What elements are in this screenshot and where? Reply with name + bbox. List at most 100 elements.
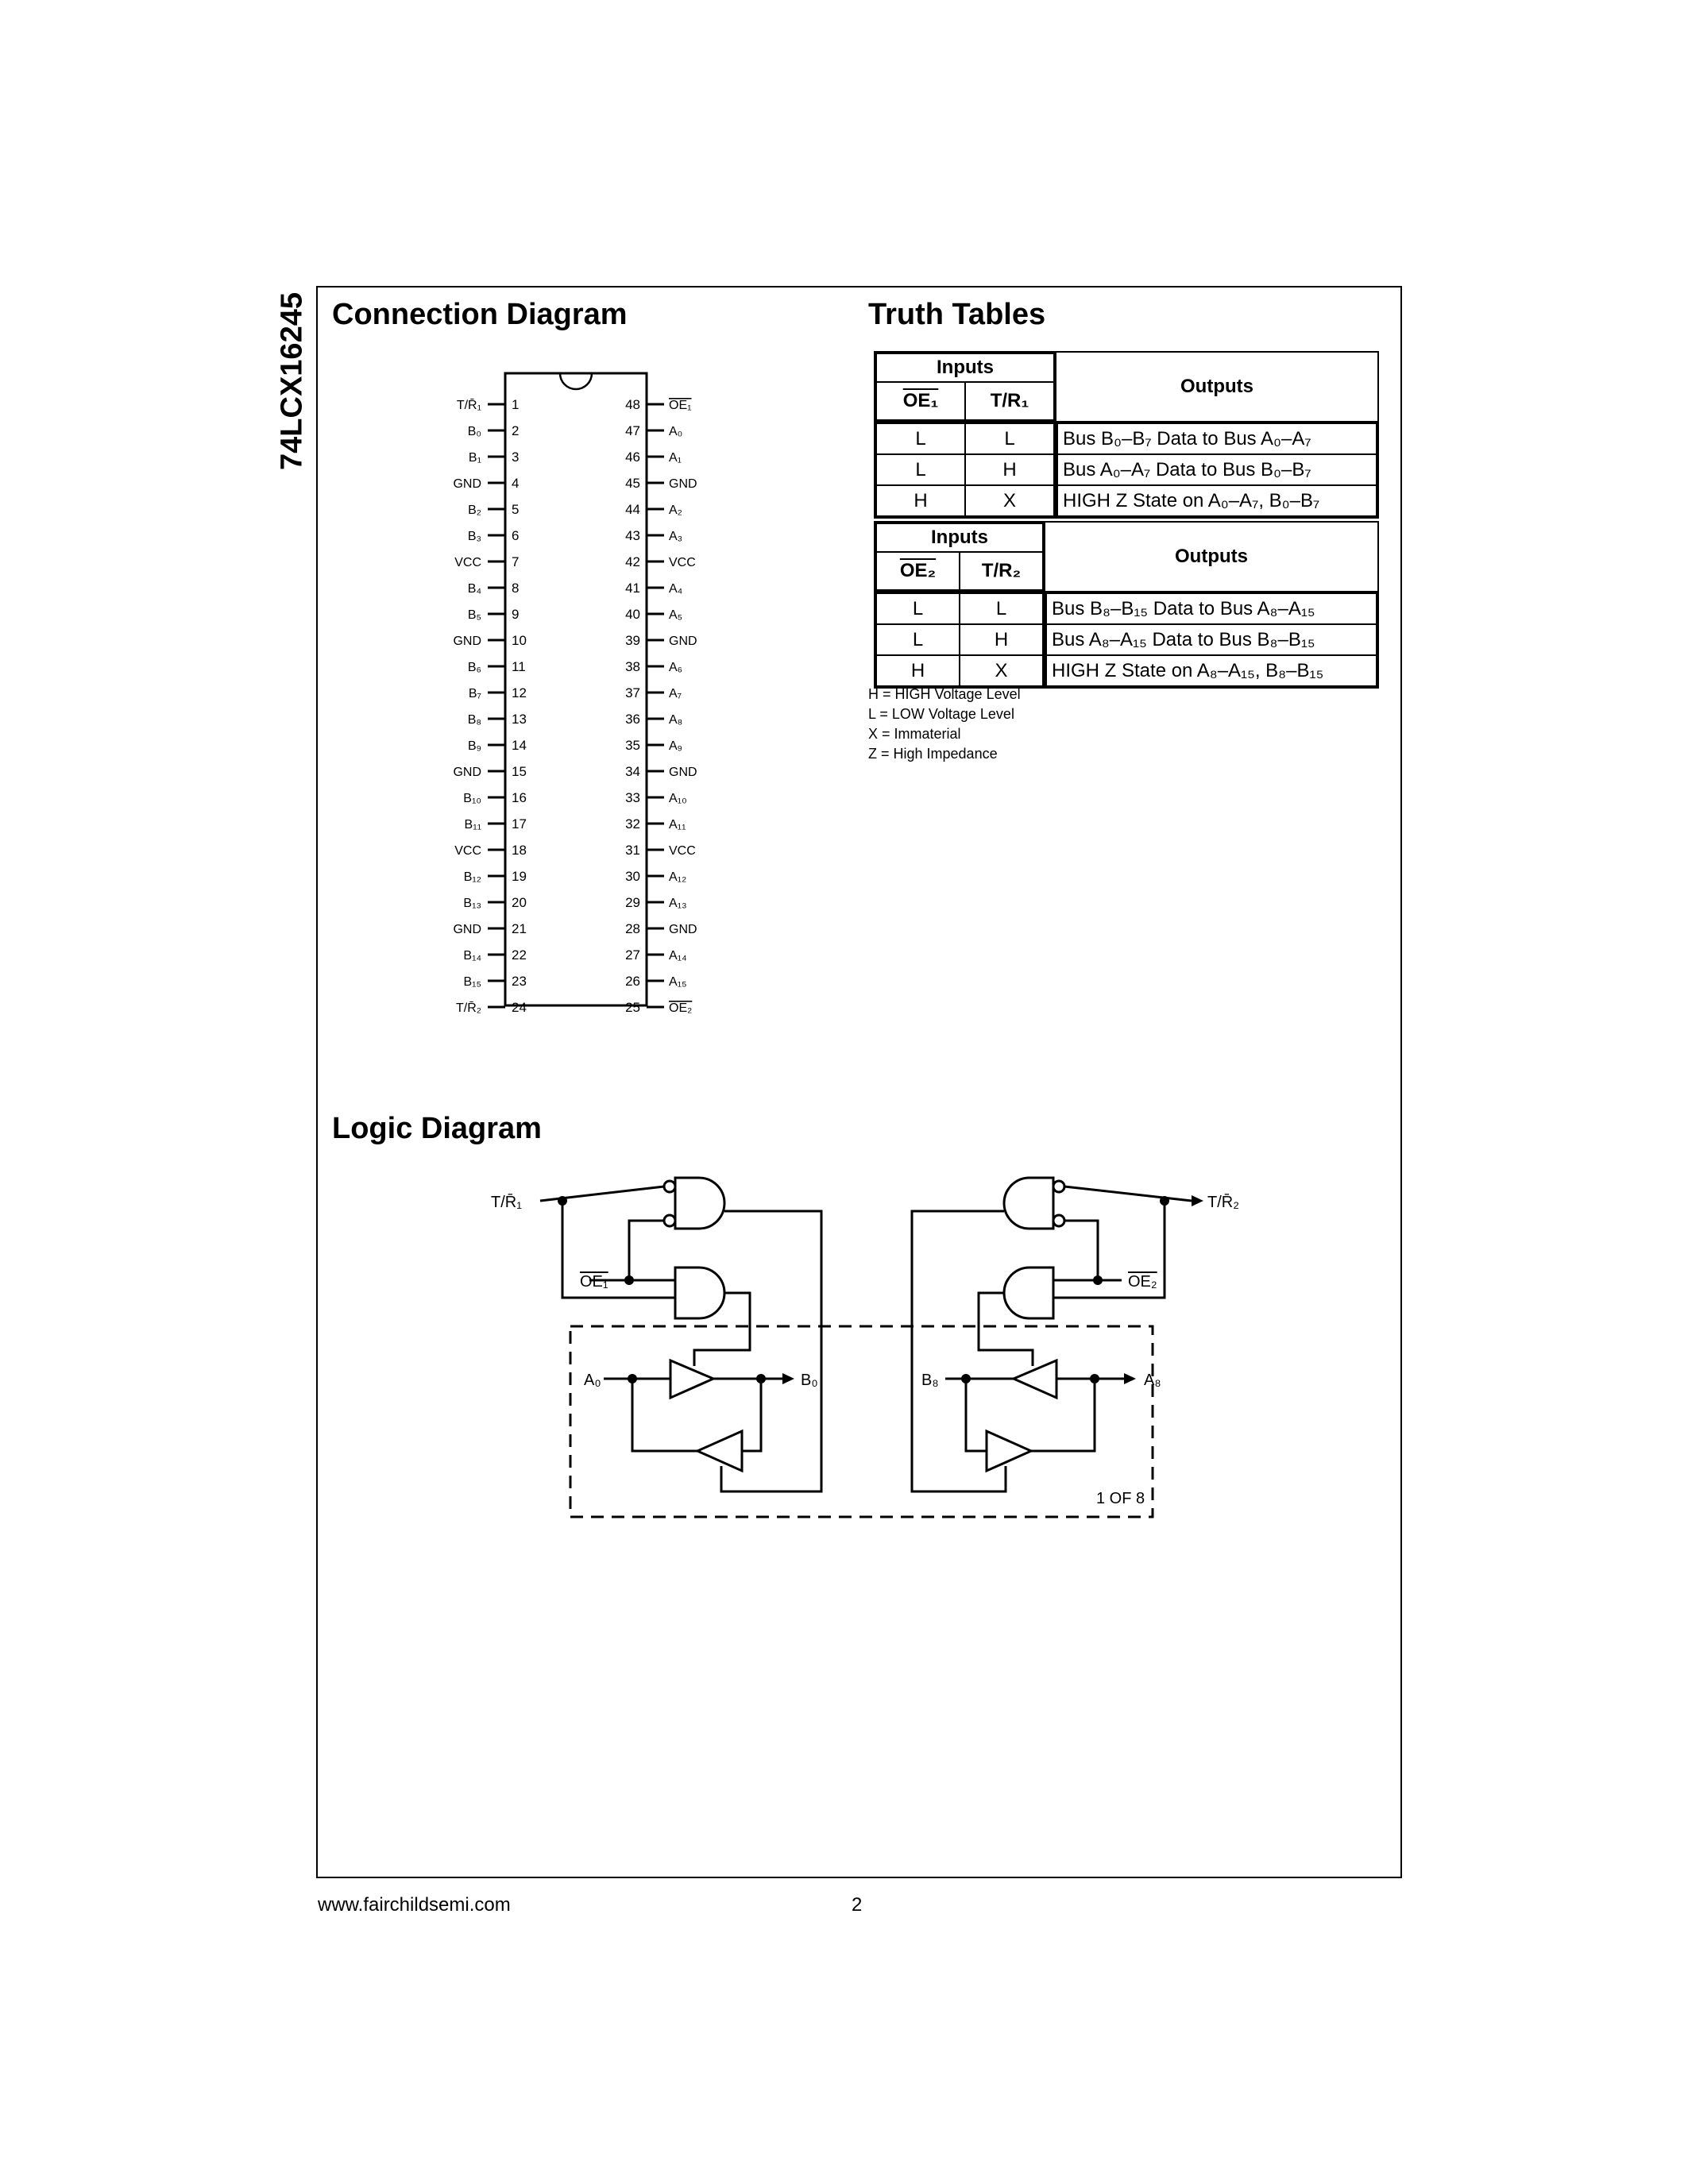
page-number: 2 [852, 1894, 863, 1916]
pin-label: B₇ [469, 687, 481, 700]
buffer-right-2 [985, 1429, 1034, 1473]
pin-label: GND [669, 923, 697, 936]
tt1-outputs-label: Outputs [1055, 351, 1379, 423]
buffer-right [669, 1358, 717, 1400]
pin-label: T/R̄₂ [456, 1001, 481, 1015]
pin-number: 2 [512, 423, 519, 438]
pin-number: 26 [625, 974, 640, 989]
pin-number: 41 [625, 581, 640, 596]
pin-number: 15 [512, 764, 527, 779]
inverter-bubble [662, 1214, 677, 1228]
tt-tr-value: H [964, 453, 1055, 486]
truth-table-legend: H = HIGH Voltage Level L = LOW Voltage L… [868, 685, 1021, 764]
tt1-inputs-label: Inputs [875, 353, 1055, 383]
pin-label: A₉ [669, 739, 682, 753]
left-pins: 1T/R̄₁2B₀3B₁4GND5B₂6B₃7VCC8B₄9B₅10GND11B… [453, 397, 526, 1015]
logic-diagram-heading: Logic Diagram [332, 1112, 542, 1145]
legend-l: L = LOW Voltage Level [868, 706, 1014, 722]
pin-number: 39 [625, 633, 640, 648]
pin-label: B₄ [468, 582, 481, 596]
tt-output-value: Bus B₀–B₇ Data to Bus A₀–A₇ [1056, 423, 1377, 455]
pin-number: 13 [512, 712, 527, 727]
pin-label: GND [453, 635, 481, 648]
pin-number: 22 [512, 947, 527, 963]
tt-tr-value: L [959, 592, 1044, 625]
inverter-bubble [1052, 1179, 1066, 1194]
pin-number: 45 [625, 476, 640, 491]
pin-number: 8 [512, 581, 519, 596]
inverter-bubble [1052, 1214, 1066, 1228]
logic-label-tr1: T/R̄₁ [491, 1193, 522, 1211]
pin-label: A₁ [669, 451, 682, 465]
pin-label: A₁₂ [669, 870, 686, 884]
pin-number: 14 [512, 738, 527, 753]
pin-label: B₉ [468, 739, 481, 753]
pin-label: B₈ [468, 713, 481, 727]
truth-tables-heading: Truth Tables [868, 298, 1046, 331]
pin-label: B₁₂ [464, 870, 481, 884]
tt2-inputs-cell: Inputs OE₂ T/R₂ [874, 521, 1045, 592]
pin-label: A₅ [669, 608, 682, 622]
pin-number: 27 [625, 947, 640, 963]
pin-number: 24 [512, 1000, 527, 1015]
pin-number: 23 [512, 974, 527, 989]
and-gate-1 [674, 1176, 726, 1230]
pin-label: VCC [669, 844, 696, 858]
pin-number: 3 [512, 450, 519, 465]
buffer-left [694, 1429, 744, 1473]
pin-label: B₁ [469, 451, 481, 465]
pin-number: 36 [625, 712, 640, 727]
pin-label: B₁₄ [463, 949, 481, 963]
pin-number: 17 [512, 816, 527, 832]
content-frame [316, 286, 1402, 1878]
tt-output-value: Bus A₀–A₇ Data to Bus B₀–B₇ [1056, 453, 1377, 486]
pin-label: B₆ [468, 661, 481, 674]
tt2-col-oe: OE₂ [899, 560, 937, 581]
pin-label: A₄ [669, 582, 682, 596]
pin-number: 38 [625, 659, 640, 674]
pin-label: B₅ [468, 608, 481, 622]
pin-number: 18 [512, 843, 527, 858]
pin-number: 28 [625, 921, 640, 936]
tt-output-value: HIGH Z State on A₀–A₇, B₀–B₇ [1056, 484, 1377, 517]
logic-label-b0: B₀ [801, 1372, 818, 1389]
tt-tr-value: L [964, 423, 1055, 455]
tt2-outputs-label: Outputs [1044, 521, 1379, 592]
tt-tr-value: X [964, 484, 1055, 517]
tt1-inputs-cell: Inputs OE₁ T/R₁ [874, 351, 1056, 423]
pin-number: 1 [512, 397, 519, 412]
pin-number: 12 [512, 685, 527, 700]
pin-label: B₀ [468, 425, 481, 438]
logic-label-a0: A₀ [584, 1372, 601, 1389]
pin-label: VCC [454, 556, 481, 569]
pin-number: 21 [512, 921, 527, 936]
ic-package-outline [504, 372, 648, 1007]
pin-label: VCC [454, 844, 481, 858]
pin-number: 29 [625, 895, 640, 910]
legend-h: H = HIGH Voltage Level [868, 686, 1021, 702]
pin-label: GND [453, 923, 481, 936]
logic-label-tr2: T/R̄₂ [1207, 1193, 1239, 1211]
pin-number: 34 [625, 764, 640, 779]
pin-label: GND [453, 766, 481, 779]
pin-label: A₁₄ [669, 949, 687, 963]
pin-number: 43 [625, 528, 640, 543]
tt-oe-value: L [875, 453, 966, 486]
pin-label: B₃ [468, 530, 481, 543]
tt-output-value: Bus A₈–A₁₅ Data to Bus B₈–B₁₅ [1045, 623, 1377, 656]
pin-label: GND [669, 766, 697, 779]
pin-label: OE₁ [669, 399, 692, 412]
inverter-bubble [662, 1179, 677, 1194]
pin-label: A₁₀ [669, 792, 687, 805]
pin-label: B₁₅ [463, 975, 481, 989]
tt-oe-value: H [875, 484, 966, 517]
tt2-inputs-label: Inputs [875, 523, 1044, 553]
pin-number: 46 [625, 450, 640, 465]
tt1-col-tr: T/R₁ [964, 381, 1055, 421]
pin-number: 19 [512, 869, 527, 884]
pin-label: B₂ [468, 504, 481, 517]
